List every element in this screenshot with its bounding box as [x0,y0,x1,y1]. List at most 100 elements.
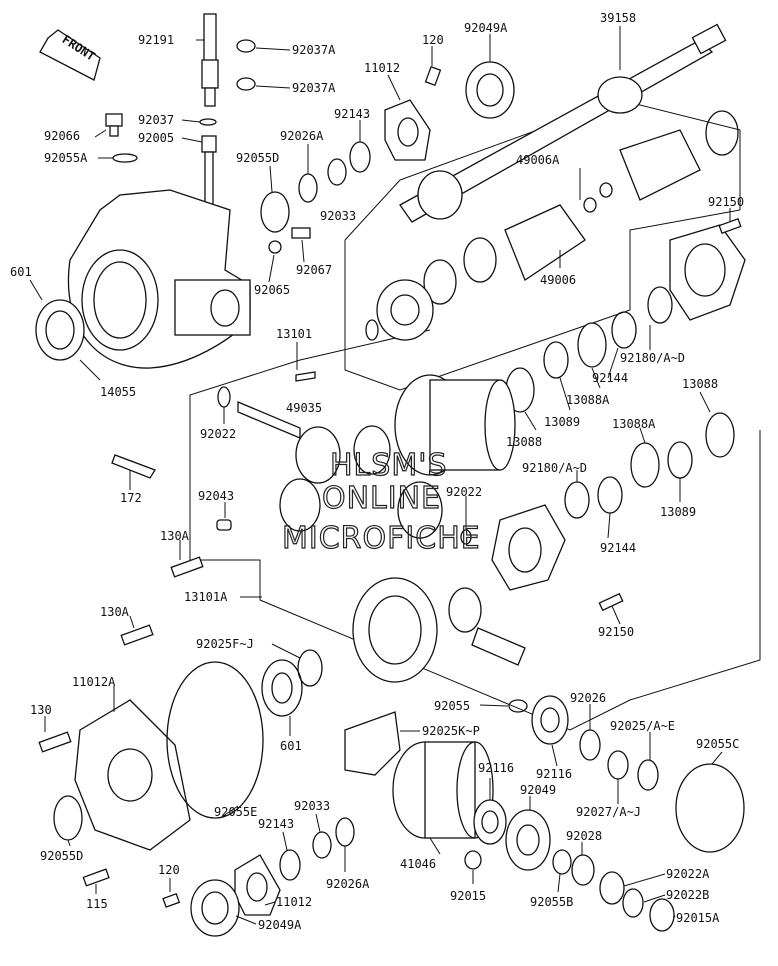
callout-label[interactable]: 11012 [276,895,312,909]
callout-label[interactable]: 92065 [254,283,290,297]
callout-label[interactable]: 92055D [40,849,83,863]
callout-label[interactable]: 92150 [598,625,634,639]
bolt-92067 [291,227,311,239]
callout-label[interactable]: 92037A [292,43,336,57]
callout-label[interactable]: 130 [30,703,52,717]
callout-label[interactable]: 13088 [682,377,718,391]
callout-label[interactable]: 120 [158,863,180,877]
shim-92144-lower [597,476,623,514]
callout-label[interactable]: 92022 [200,427,236,441]
callout-label[interactable]: 49006A [516,153,560,167]
callout-label[interactable]: 92055E [214,805,257,819]
callout-label[interactable]: 13101 [276,327,312,341]
callout-label[interactable]: 92055D [236,151,279,165]
callout-label[interactable]: 130A [160,529,190,543]
bearing-601-lower [261,659,303,717]
callout-label[interactable]: 49035 [286,401,322,415]
pin-13101 [295,371,316,382]
callout-label[interactable]: 92015A [676,911,720,925]
diff-flange-92150 [669,217,746,321]
callout-labels: 92191 92037A 92037A 92037 92066 92005 92… [10,11,744,932]
callout-label[interactable]: 92033 [294,799,330,813]
watermark: HLSM'S ONLINE MICROFICHE [281,447,481,556]
watermark-line-1: HLSM'S [330,448,448,483]
callout-label[interactable]: 92055 [434,699,470,713]
bevel-gears [279,425,443,539]
callout-label[interactable]: 92037 [138,113,174,127]
callout-label[interactable]: 92066 [44,129,80,143]
callout-label[interactable]: 601 [10,265,32,279]
callout-label[interactable]: 92033 [320,209,356,223]
bearing-601-upper [35,299,85,361]
callout-label[interactable]: 130A [100,605,130,619]
callout-label[interactable]: 49006 [540,273,576,287]
callout-label[interactable]: 601 [280,739,302,753]
bolt-130A-lower [120,624,154,646]
washer-92022 [217,386,231,408]
callout-label[interactable]: 92025F~J [196,637,254,651]
callout-label[interactable]: 92025K~P [422,724,480,738]
callout-label[interactable]: 92144 [592,371,628,385]
callout-label[interactable]: 92026A [326,877,370,891]
callout-label[interactable]: 92055A [44,151,88,165]
callout-label[interactable]: 13088A [612,417,656,431]
callout-label[interactable]: 92022 [446,485,482,499]
o-ring-92055A [112,153,138,163]
callout-label[interactable]: 41046 [400,857,436,871]
callout-label[interactable]: 92150 [708,195,744,209]
callout-label[interactable]: 92015 [450,889,486,903]
callout-label[interactable]: 13089 [660,505,696,519]
callout-label[interactable]: 92049 [520,783,556,797]
callout-label[interactable]: 92026 [570,691,606,705]
collar-92027 [607,750,629,780]
callout-label[interactable]: 11012A [72,675,116,689]
callout-label[interactable]: 92005 [138,131,174,145]
plate-13088A-lower [630,442,660,488]
callout-label[interactable]: 92180/A~D [522,461,587,475]
o-ring-92055E [166,661,264,819]
callout-label[interactable]: 92067 [296,263,332,277]
callout-label[interactable]: 92037A [292,81,336,95]
bearing-92049A-lower [190,879,240,937]
callout-label[interactable]: 11012 [364,61,400,75]
callout-label[interactable]: 92026A [280,129,324,143]
diff-flange-lower [491,504,566,591]
callout-label[interactable]: 92144 [600,541,636,555]
callout-label[interactable]: 13101A [184,590,228,604]
callout-label[interactable]: 13089 [544,415,580,429]
callout-label[interactable]: 92025/A~E [610,719,675,733]
callout-label[interactable]: 92143 [334,107,370,121]
callout-label[interactable]: 92055B [530,895,573,909]
callout-label[interactable]: 13088 [506,435,542,449]
callout-label[interactable]: 120 [422,33,444,47]
cv-joint-inner [365,279,434,341]
callout-label[interactable]: 92191 [138,33,174,47]
bearing-92116-upper [531,695,569,745]
o-ring-92055D [260,191,290,233]
pin-92043 [216,519,232,531]
callout-label[interactable]: 92049A [464,21,508,35]
shim-92025AE [637,759,659,791]
shim-92033 [327,158,347,186]
callout-label[interactable]: 14055 [100,385,136,399]
callout-label[interactable]: 92116 [536,767,572,781]
shim-92180-upper [647,286,673,324]
callout-label[interactable]: 39158 [600,11,636,25]
callout-label[interactable]: 92028 [566,829,602,843]
plate-13089-upper [543,341,569,379]
watermark-line-3: MICROFICHE [282,521,481,556]
callout-label[interactable]: 92022B [666,888,709,902]
housing-41046 [392,741,494,839]
callout-label[interactable]: 92027/A~J [576,805,641,819]
callout-label[interactable]: 13088A [566,393,610,407]
callout-label[interactable]: 92022A [666,867,710,881]
callout-label[interactable]: 92055C [696,737,739,751]
callout-label[interactable]: 92180/A~D [620,351,685,365]
callout-label[interactable]: 92143 [258,817,294,831]
callout-label[interactable]: 92049A [258,918,302,932]
callout-label[interactable]: 115 [86,897,108,911]
callout-label[interactable]: 172 [120,491,142,505]
callout-label[interactable]: 92116 [478,761,514,775]
callout-label[interactable]: 92043 [198,489,234,503]
